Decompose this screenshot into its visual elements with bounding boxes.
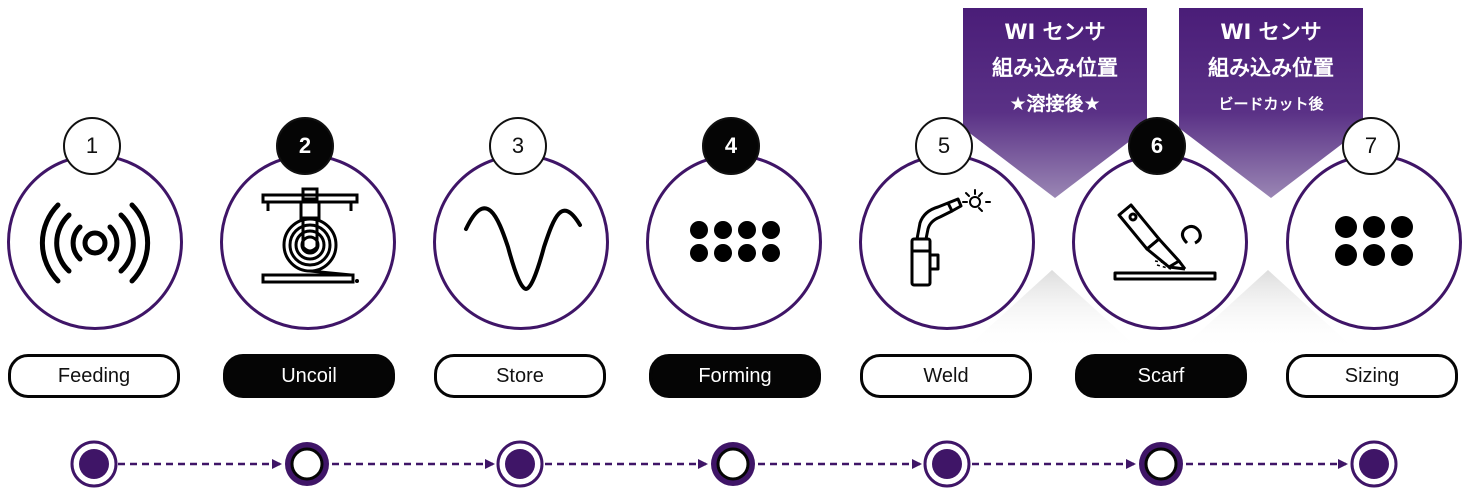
banner-line-1: WI センサ (1004, 20, 1106, 44)
wave-curve-icon (464, 206, 582, 292)
step-store: 3 (433, 117, 609, 330)
step-circle (1286, 154, 1462, 330)
banner-arrow-shape (963, 8, 1147, 198)
sensor-waves-icon (39, 202, 151, 284)
step-circle (433, 154, 609, 330)
banner-line-1: WI センサ (1220, 20, 1322, 44)
banner-line-3: ★溶接後★ (1009, 93, 1101, 115)
step-label-store: Store (434, 354, 606, 398)
step-label-forming: Forming (649, 354, 821, 398)
timeline-node-2 (285, 442, 329, 486)
step-circle (220, 154, 396, 330)
dot-grid-icon (690, 221, 780, 262)
process-timeline (70, 440, 1398, 488)
step-number-badge: 7 (1342, 117, 1400, 175)
timeline-node-7 (1350, 440, 1398, 488)
step-forming: 4 (646, 117, 822, 330)
step-scarf: 6 (1072, 117, 1248, 330)
step-label-weld: Weld (860, 354, 1032, 398)
step-circle (646, 154, 822, 330)
step-number-badge: 3 (489, 117, 547, 175)
step-feeding: 1 (7, 117, 183, 330)
step-label-feeding: Feeding (8, 354, 180, 398)
step-weld: 5 (859, 117, 1035, 330)
banner-shadow-2 (1180, 270, 1356, 350)
step-number-badge: 1 (63, 117, 121, 175)
step-number-badge: 5 (915, 117, 973, 175)
banner-line-2: 組み込み位置 (1208, 56, 1334, 80)
step-uncoil: 2 (220, 117, 396, 330)
welding-torch-icon (910, 189, 991, 287)
step-circle (1072, 154, 1248, 330)
timeline-node-6 (1139, 442, 1183, 486)
timeline-node-3 (496, 440, 544, 488)
timeline-node-1 (70, 440, 118, 488)
banner-shadow-1 (964, 270, 1140, 350)
scarfing-tool-icon (1113, 203, 1217, 281)
wi-sensor-banner-after-bead-cut: WI センサ 組み込み位置 ビードカット後 (1179, 8, 1363, 198)
step-number-badge: 6 (1128, 117, 1186, 175)
step-circle (7, 154, 183, 330)
banner-line-3: ビードカット後 (1218, 95, 1324, 113)
wi-sensor-banner-after-weld: WI センサ 組み込み位置 ★溶接後★ (963, 8, 1147, 198)
step-number-badge: 2 (276, 117, 334, 175)
banner-line-2: 組み込み位置 (992, 56, 1118, 80)
step-label-uncoil: Uncoil (223, 354, 395, 398)
dot-grid-icon (1335, 216, 1413, 266)
banner-arrow-shape (1179, 8, 1363, 198)
timeline-node-4 (711, 442, 755, 486)
step-number-badge: 4 (702, 117, 760, 175)
uncoiler-icon (261, 187, 359, 284)
timeline-node-5 (923, 440, 971, 488)
step-sizing: 7 (1286, 117, 1462, 330)
step-label-sizing: Sizing (1286, 354, 1458, 398)
step-label-scarf: Scarf (1075, 354, 1247, 398)
step-circle (859, 154, 1035, 330)
